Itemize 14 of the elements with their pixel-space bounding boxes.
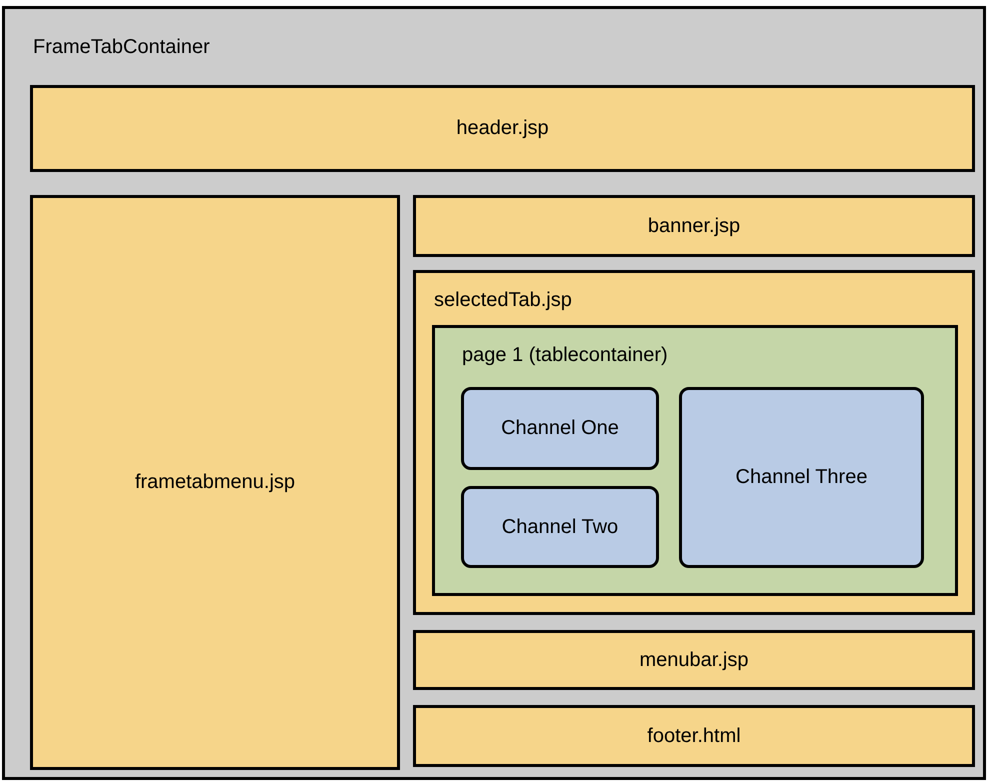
region-box: footer.html: [413, 705, 975, 767]
panel-title: selectedTab.jsp: [434, 289, 572, 312]
channel-box: Channel Three: [679, 387, 924, 568]
panel-title: page 1 (tablecontainer): [462, 344, 668, 367]
region-box: menubar.jsp: [413, 630, 975, 690]
region-box: frametabmenu.jsp: [30, 195, 400, 770]
region-box: banner.jsp: [413, 195, 975, 257]
region-box: header.jsp: [30, 85, 975, 172]
container-panel: [2, 6, 986, 780]
channel-box: Channel Two: [461, 486, 659, 568]
container-panel: [413, 270, 975, 615]
panel-title: FrameTabContainer: [33, 36, 210, 59]
container-panel: [432, 325, 958, 596]
channel-box: Channel One: [461, 387, 659, 470]
